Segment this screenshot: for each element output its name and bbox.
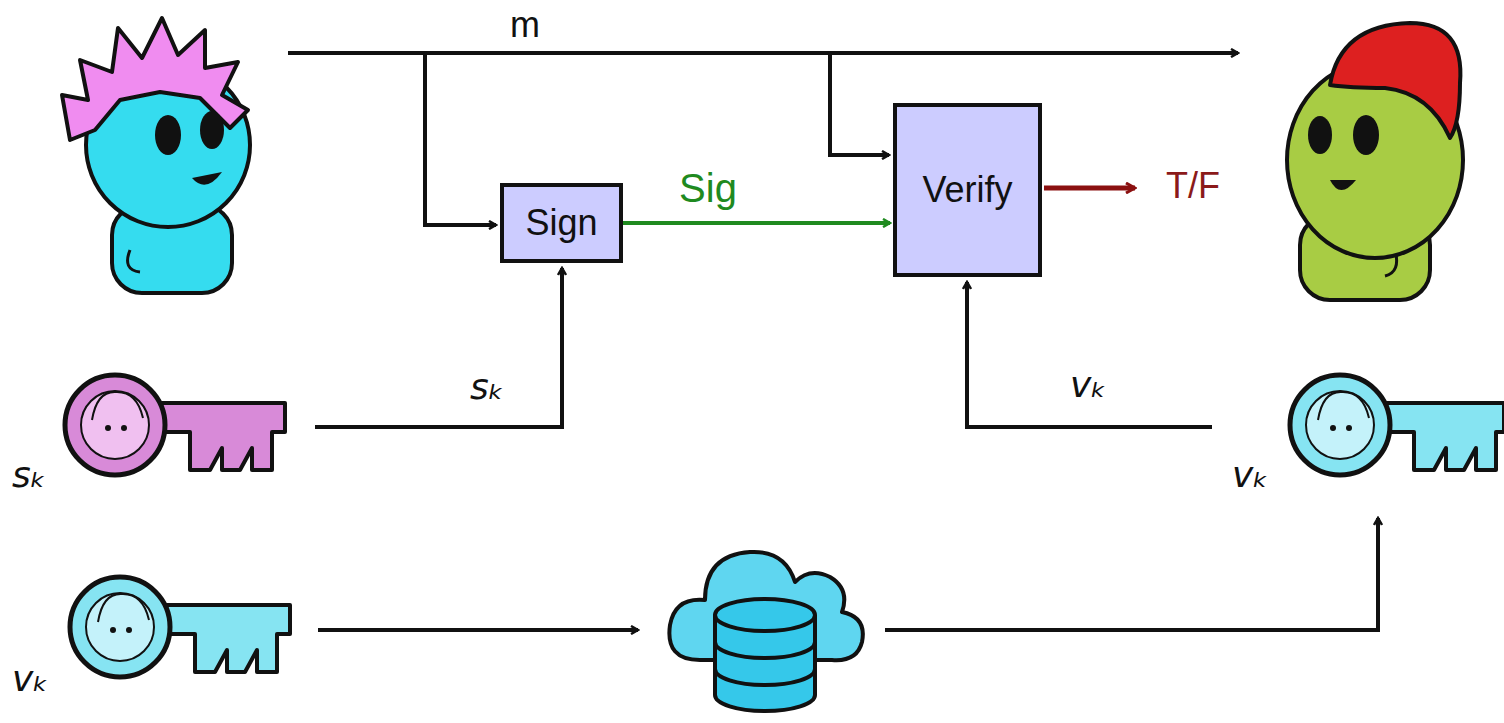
sender-figure bbox=[62, 18, 250, 293]
process-box: Verify bbox=[893, 103, 1042, 277]
box-text: Sign bbox=[525, 202, 597, 243]
key-label: vₖ bbox=[12, 658, 49, 699]
wire bbox=[288, 53, 1378, 630]
result-arrow bbox=[1044, 186, 1135, 191]
signal-label: m bbox=[510, 4, 540, 45]
signature-arrow bbox=[623, 221, 890, 225]
secret-key-icon bbox=[65, 375, 285, 475]
process-box: Sign bbox=[500, 183, 623, 263]
edge-label: Sig bbox=[679, 165, 737, 211]
key-label: sₖ bbox=[470, 366, 504, 407]
cloud-database-icon bbox=[669, 552, 862, 711]
receiver-figure bbox=[1287, 23, 1463, 300]
signal-label: T/F bbox=[1166, 165, 1220, 206]
verification-key-icon bbox=[70, 577, 290, 677]
key-label: sₖ bbox=[12, 454, 46, 495]
key-label: vₖ bbox=[1232, 454, 1269, 495]
verification-key-icon bbox=[1290, 375, 1504, 475]
key-label: vₖ bbox=[1070, 364, 1107, 405]
box-text: Verify bbox=[922, 169, 1012, 210]
